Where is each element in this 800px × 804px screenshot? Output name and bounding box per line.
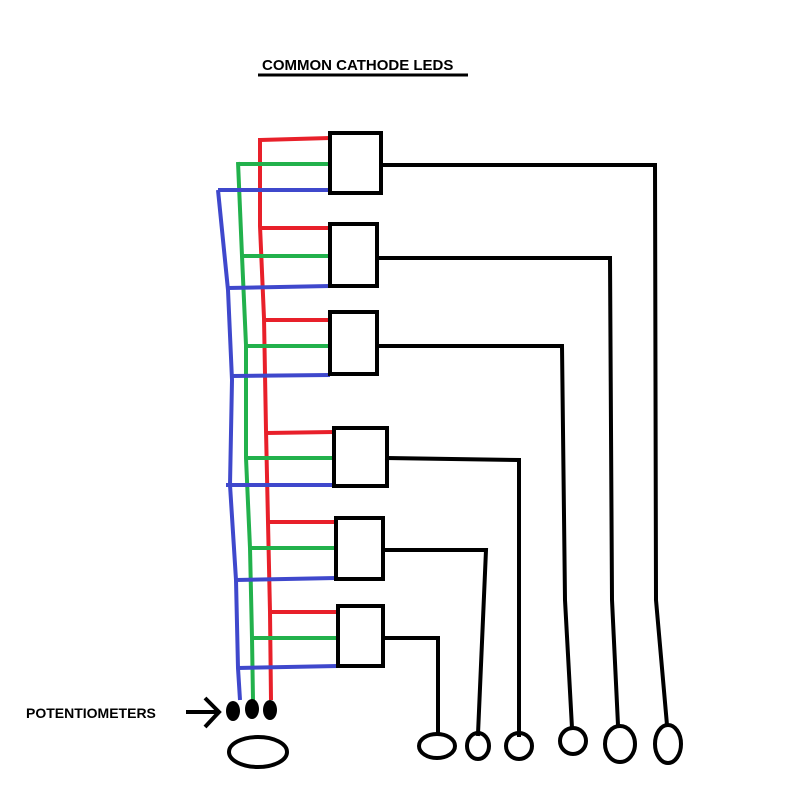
led-2 [227,222,621,728]
led-1 [218,131,670,728]
terminal-6 [653,723,683,765]
green-bus-wire [236,161,255,701]
potentiometers [226,699,289,769]
arrow-right-icon [186,696,222,729]
terminal-4 [558,726,588,756]
power-terminal [227,735,289,769]
led-6-cathode-wire [381,636,440,736]
led-5-cathode-wire [381,548,489,737]
led-4 [226,426,521,737]
potentiometer-green [245,699,259,719]
led-6-body [336,604,385,668]
led-6 [237,604,440,736]
led-5 [235,516,489,737]
led-1-body [328,131,383,195]
terminal-5 [603,724,637,764]
led-4-body [332,426,389,488]
led-4-cathode-wire [384,455,521,737]
potentiometer-blue [226,701,240,721]
terminal-1 [417,732,457,760]
led-2-body [328,222,379,288]
potentiometer-red [263,700,277,720]
led-3-cathode-wire [375,344,575,731]
terminal-3 [504,731,534,761]
potentiometers-label: POTENTIOMETERS [26,705,156,721]
blue-bus-wire [216,189,242,701]
led-1-cathode-wire [379,163,670,728]
cathode-terminals [417,723,683,765]
bus-wires [216,138,273,701]
led-5-body [334,516,385,581]
led-3-body [328,310,379,376]
red-bus-wire [258,138,273,701]
diagram-title: COMMON CATHODE LEDS [262,57,453,74]
led-2-cathode-wire [375,256,621,728]
terminal-2 [465,731,491,761]
led-3 [231,310,575,731]
